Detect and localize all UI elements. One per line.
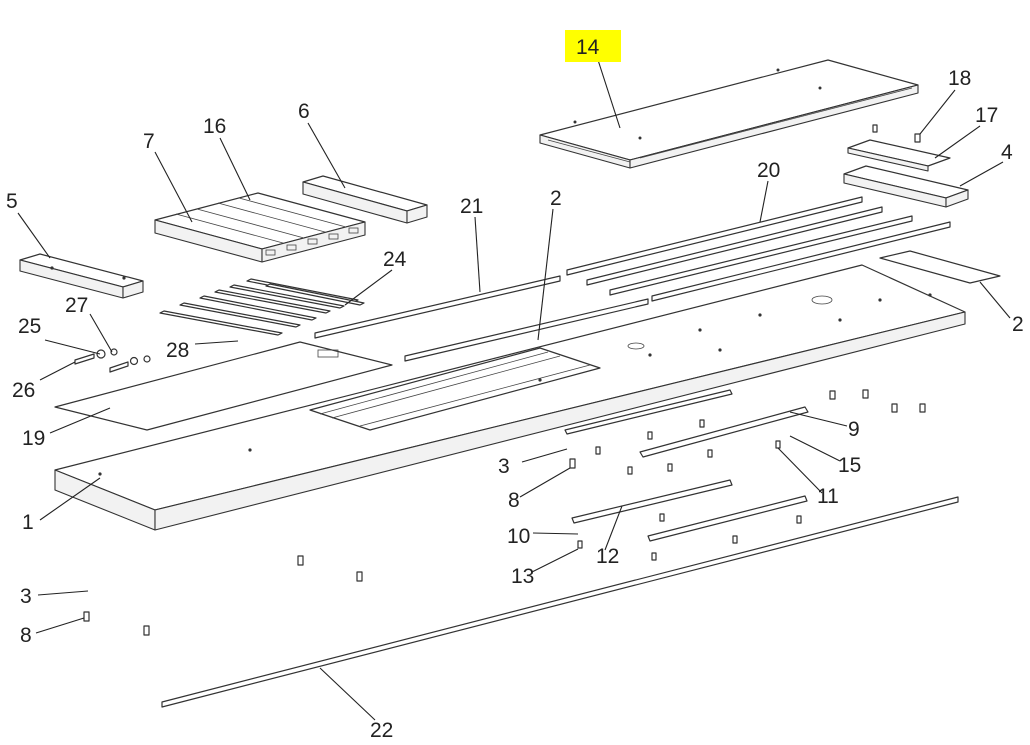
part-22-long-bar — [161, 496, 959, 708]
part-7-16-segmented-block — [154, 192, 366, 263]
callout-16: 16 — [203, 115, 226, 138]
callout-17: 17 — [975, 104, 998, 127]
part-5-block — [19, 253, 144, 299]
leader-lines — [17, 59, 1011, 721]
callout-2-right: 2 — [1012, 313, 1024, 336]
part-9-12-lower-rails — [564, 389, 809, 542]
callout-19: 19 — [22, 427, 45, 450]
callout-10: 10 — [507, 525, 530, 548]
callout-2-upper: 2 — [550, 187, 562, 210]
part-25-26-27-fasteners — [74, 348, 151, 373]
callout-11: 11 — [817, 485, 839, 508]
callout-5: 5 — [6, 190, 18, 213]
callout-4: 4 — [1001, 141, 1013, 164]
callout-20: 20 — [757, 159, 780, 182]
callout-14-highlight — [565, 30, 621, 62]
callout-12: 12 — [596, 545, 619, 568]
part-6-block — [302, 175, 428, 224]
callout-14: 14 — [576, 36, 600, 59]
callout-15: 15 — [838, 454, 861, 477]
callout-13: 13 — [511, 565, 534, 588]
callout-labels: 14 18 17 4 6 16 7 5 21 2 20 24 2 27 25 2… — [6, 30, 1024, 742]
callout-3-middle: 3 — [498, 455, 510, 478]
part-20-rails — [566, 196, 951, 302]
callout-9: 9 — [848, 418, 860, 441]
part-4-end-block — [843, 165, 969, 208]
callout-28: 28 — [166, 339, 189, 362]
part-17-plate — [847, 139, 951, 172]
part-19-sheet — [54, 341, 393, 431]
callout-3-lower: 3 — [20, 585, 32, 608]
callout-7: 7 — [143, 130, 155, 153]
callout-24: 24 — [383, 248, 407, 271]
callout-6: 6 — [298, 100, 310, 123]
callout-25: 25 — [18, 315, 41, 338]
callout-26: 26 — [12, 379, 35, 402]
callout-8-lower: 8 — [20, 624, 32, 647]
callout-22: 22 — [370, 719, 393, 742]
part-14-top-cover — [539, 59, 919, 169]
callout-8-middle: 8 — [508, 489, 520, 512]
callout-18: 18 — [948, 67, 971, 90]
part-21-rails — [314, 275, 649, 362]
part-24-strips — [159, 278, 365, 336]
part-18-screw — [872, 124, 921, 143]
callout-27: 27 — [65, 294, 88, 317]
part-2-plate — [879, 250, 1001, 284]
part-1-main-frame — [54, 264, 966, 531]
callout-21: 21 — [460, 195, 483, 218]
callout-1: 1 — [22, 511, 34, 534]
screw-group — [83, 389, 926, 636]
